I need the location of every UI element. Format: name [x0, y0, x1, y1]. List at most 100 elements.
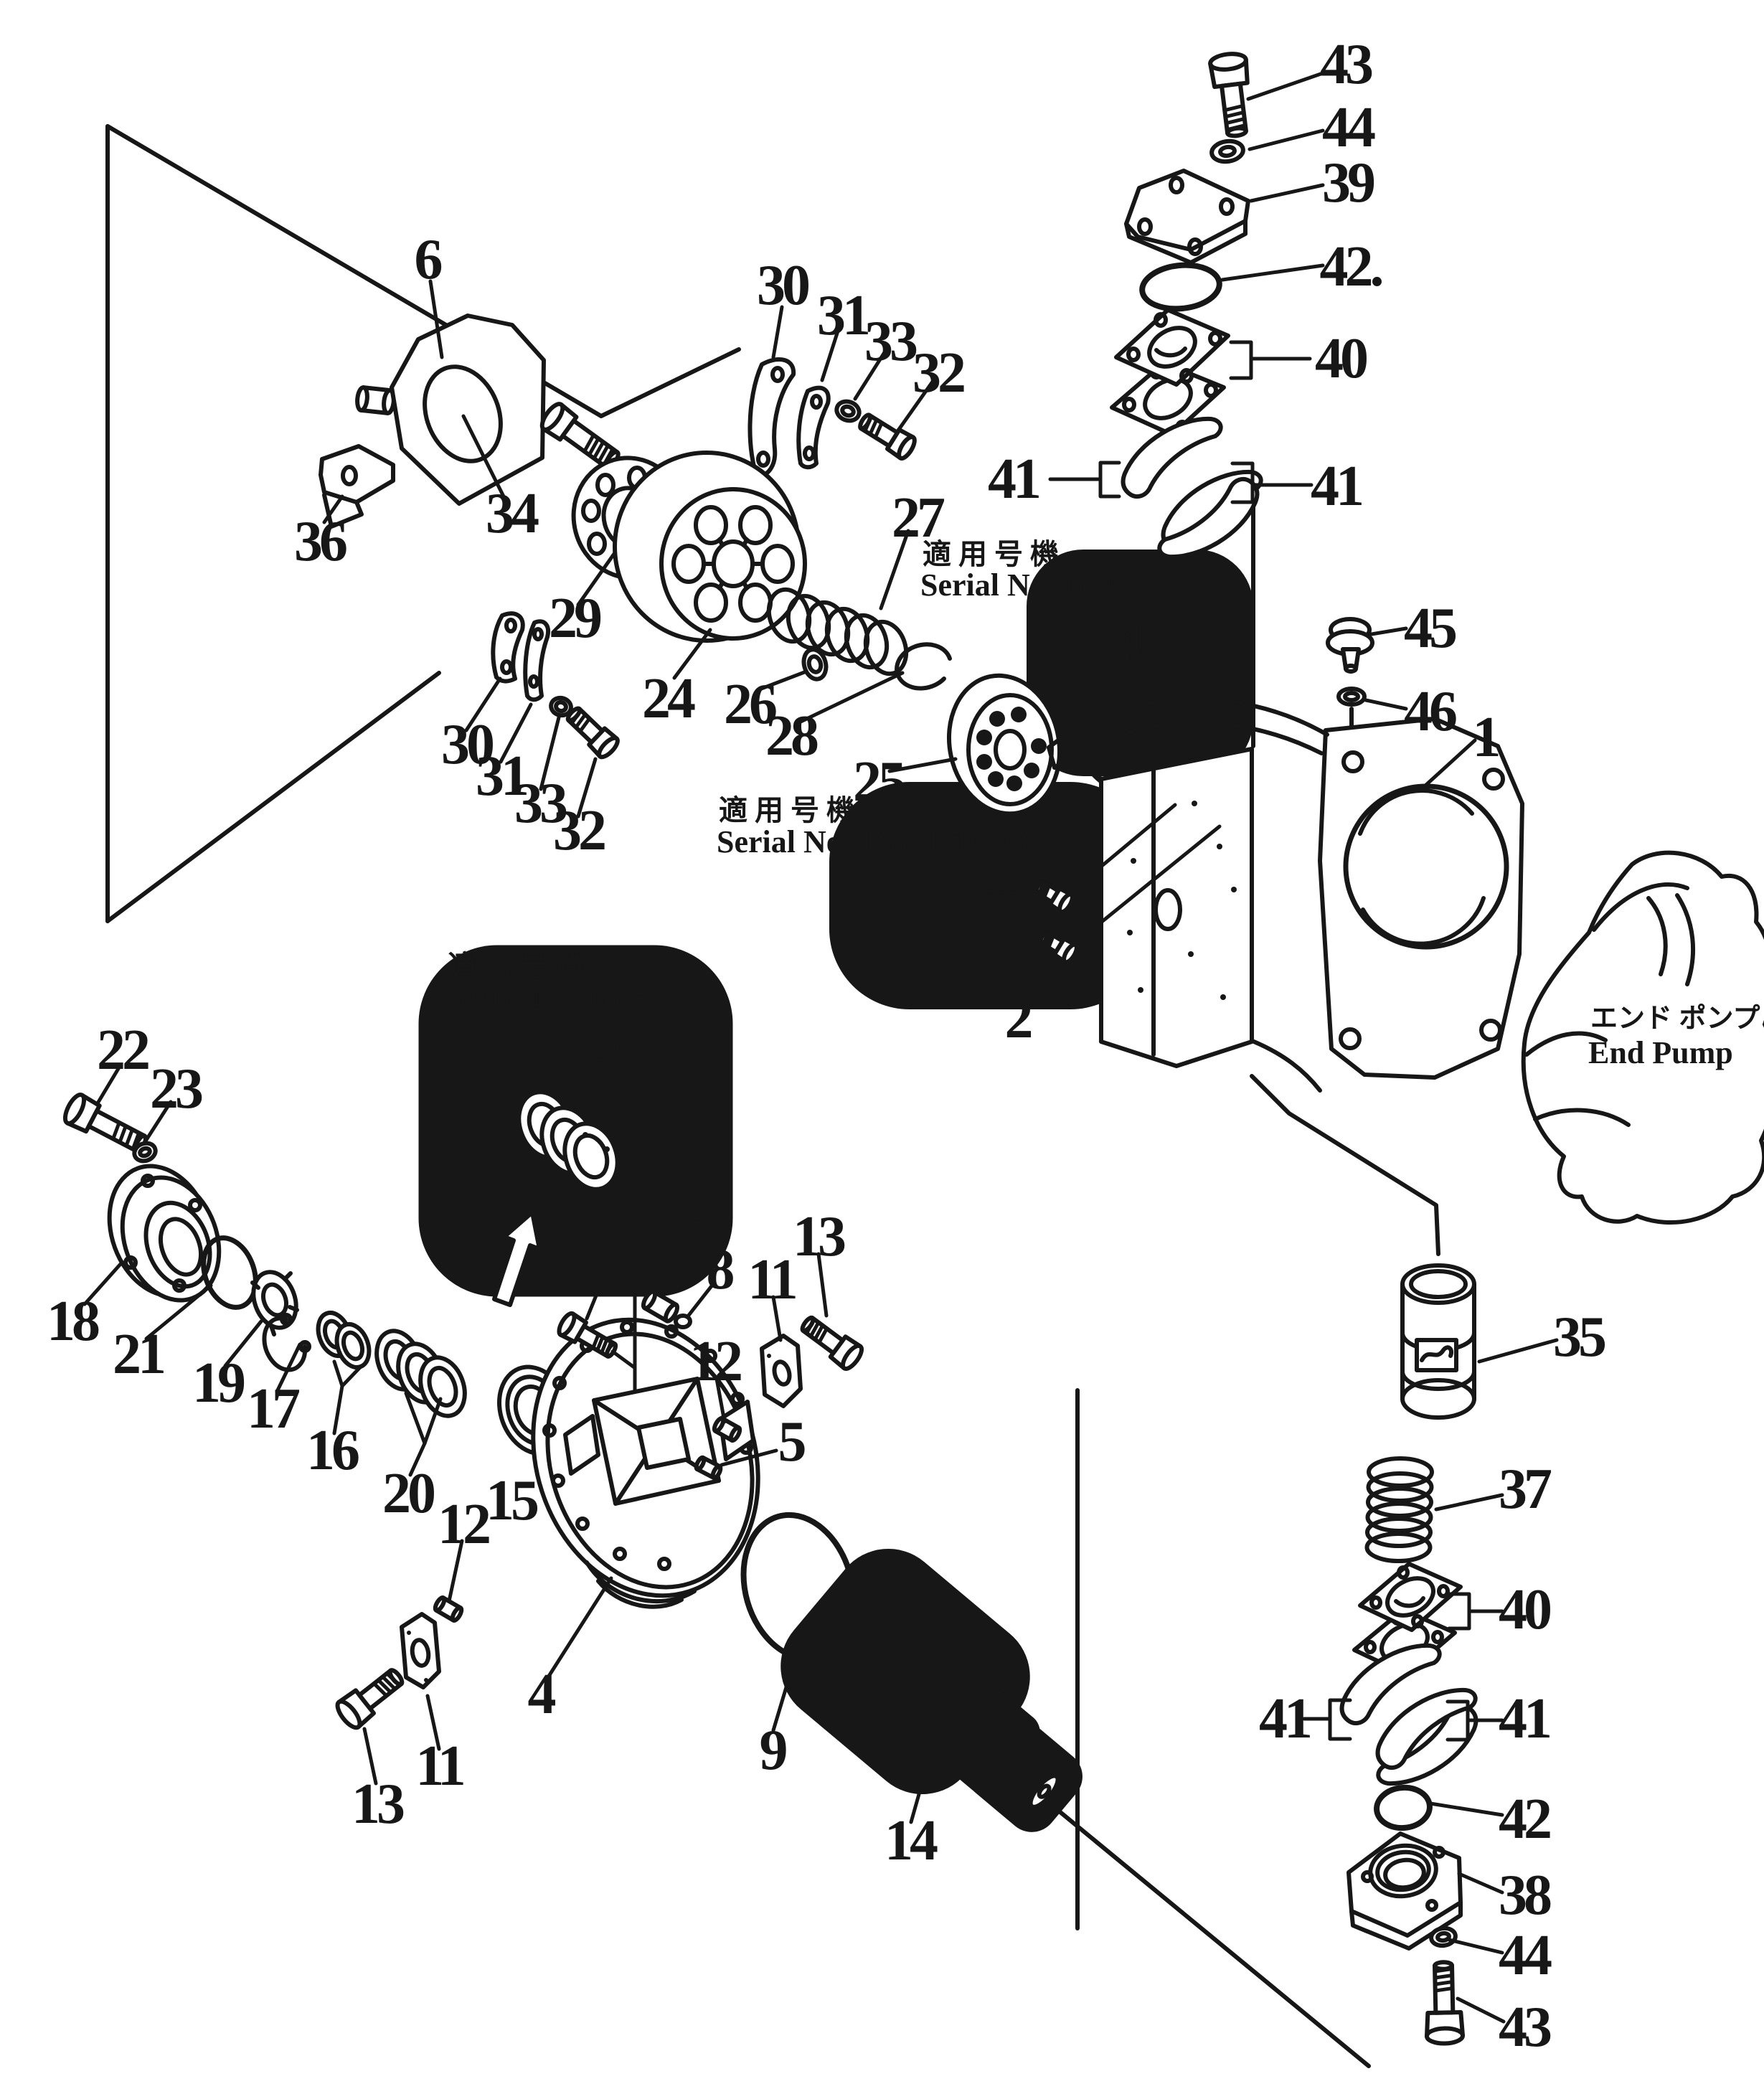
leader-line	[585, 1263, 610, 1321]
callout-43: 43	[1499, 1996, 1551, 2059]
callout-44: 44	[1499, 1924, 1552, 1987]
callout-32: 32	[553, 799, 605, 862]
leader-line	[685, 1282, 715, 1319]
callout-17: 17	[247, 1377, 300, 1440]
callout-34: 34	[486, 482, 539, 545]
note-text-7: End Pump	[1588, 1035, 1733, 1070]
callout-13: 13	[352, 1773, 404, 1836]
note-text-0: 適 用 号 機	[923, 538, 1059, 570]
callout-27: 27	[892, 486, 945, 550]
leader-line	[539, 715, 561, 791]
callout-9: 9	[760, 1719, 787, 1782]
leader-line	[499, 702, 533, 764]
leader-line	[1424, 738, 1477, 787]
callout-21: 21	[113, 1323, 164, 1386]
leader-line	[546, 1576, 613, 1679]
leader-line	[223, 1319, 263, 1368]
leader-line	[1364, 698, 1408, 711]
leader-line	[577, 1064, 609, 1098]
leader-line	[714, 1377, 727, 1424]
leader-line	[1246, 71, 1325, 101]
note-text-1: Serial No. 10056~	[920, 567, 1157, 603]
callout-46: 46	[1404, 680, 1456, 743]
callout-39: 39	[1322, 151, 1374, 214]
callout-26: 26	[724, 673, 776, 736]
leader-line	[1074, 824, 1222, 945]
callout-28: 28	[765, 704, 818, 768]
leader-line	[332, 1359, 344, 1388]
callout-7: 7	[673, 1208, 701, 1271]
leader-line	[1477, 1338, 1559, 1364]
o-ring-21	[201, 1235, 258, 1310]
leader-line	[576, 552, 616, 607]
leader-line	[461, 414, 508, 503]
snap-ring-28	[895, 642, 952, 691]
callout-12: 12	[438, 1493, 489, 1556]
callout-35: 35	[1553, 1306, 1605, 1369]
callout-44: 44	[1322, 96, 1375, 159]
callout-41: 41	[1259, 1687, 1310, 1750]
leader-line	[896, 379, 935, 433]
washer-44-top	[1209, 138, 1245, 164]
leader-line	[576, 757, 598, 819]
callout-33: 33	[864, 310, 917, 373]
callout-20: 20	[382, 1462, 434, 1525]
washer-44-bottom	[1429, 1925, 1458, 1948]
leader-line	[820, 322, 842, 382]
leader-line	[447, 1539, 464, 1603]
callout-31: 31	[817, 284, 868, 347]
leader-line	[771, 1671, 793, 1732]
callout-29: 29	[549, 587, 601, 650]
leader-line	[322, 494, 344, 524]
callout-6: 6	[415, 228, 442, 291]
callout-bracket	[1098, 461, 1121, 499]
leader-line	[978, 889, 1039, 897]
leader-line	[275, 1342, 302, 1394]
callout-30: 30	[757, 254, 808, 317]
leader-line	[464, 676, 502, 732]
note-text-2: 適 用 号 機	[719, 794, 855, 826]
callout-38: 38	[1499, 1864, 1551, 1927]
cover-39	[1124, 169, 1250, 252]
callout-bracket	[1328, 1698, 1352, 1741]
callout-13: 13	[793, 1205, 845, 1268]
leader-line	[425, 1694, 441, 1751]
leader-line	[408, 1441, 427, 1477]
callout-2: 2	[1005, 987, 1032, 1050]
callout-4: 4	[528, 1663, 556, 1726]
valve-plate-40a	[1358, 1562, 1463, 1632]
callout-1: 1	[1473, 706, 1499, 769]
callout-20: 20	[588, 1017, 640, 1080]
leader-line	[879, 529, 910, 610]
callout-42: 42.	[1320, 235, 1382, 298]
leader-line	[95, 1065, 121, 1105]
leader-line	[1070, 803, 1177, 893]
inset-box-serial-10056	[418, 945, 733, 1297]
note-text-3: Serial No. 10001~10048	[717, 824, 1032, 859]
callout-box-47	[1027, 550, 1253, 776]
callout-41: 41	[1311, 455, 1362, 518]
leader-line	[143, 1100, 173, 1144]
callout-5: 5	[778, 1410, 806, 1473]
support-plate-6	[390, 313, 546, 506]
callout-3: 3	[949, 859, 976, 923]
callout-14: 14	[885, 1809, 938, 1872]
callout-24: 24	[642, 667, 695, 730]
callout-41: 41	[988, 448, 1039, 511]
note-text-5: Serial No. 10056~	[445, 979, 682, 1014]
leader-line	[796, 671, 905, 725]
leader-line	[332, 1384, 344, 1435]
leader-line	[1428, 1801, 1504, 1817]
leader-line	[1456, 1996, 1506, 2024]
cam-plate-30-top	[747, 357, 796, 480]
callout-11: 11	[415, 1735, 463, 1798]
leader-line	[1249, 183, 1325, 203]
leader-line	[1447, 1938, 1504, 1955]
callout-25: 25	[853, 750, 905, 814]
o-ring-42-bottom	[1374, 1784, 1433, 1831]
callout-bracket	[1230, 461, 1255, 504]
end-pump-outline	[1521, 850, 1764, 1225]
callout-bracket	[1447, 1592, 1471, 1631]
